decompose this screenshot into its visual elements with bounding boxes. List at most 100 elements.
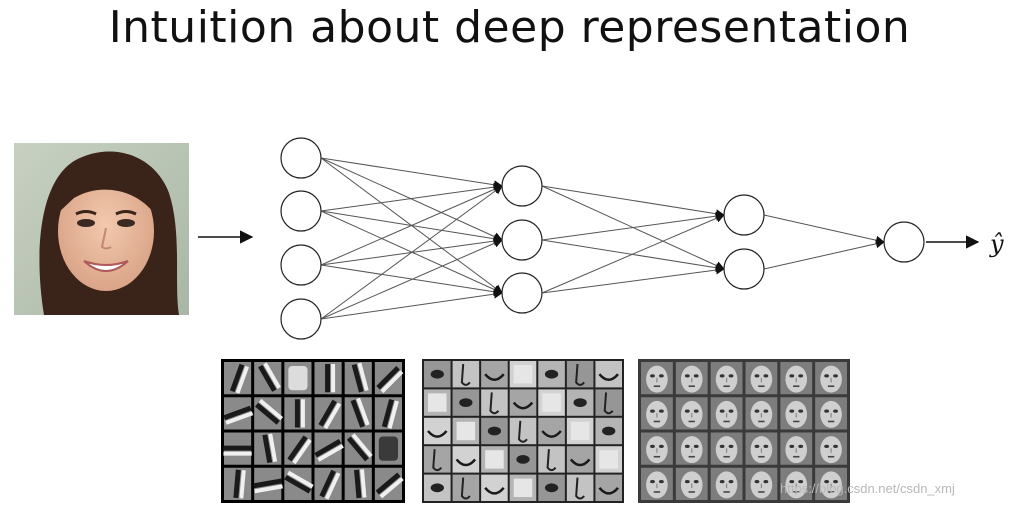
face-feature-cell — [745, 432, 778, 465]
part-feature-cell — [566, 389, 594, 416]
face-feature-cell — [815, 397, 847, 430]
part-feature-cell — [452, 417, 480, 445]
part-feature-cell — [481, 446, 508, 473]
edge-feature-cell — [284, 432, 312, 465]
edge-feature-cell — [254, 362, 282, 395]
slide-title: Intuition about deep representation — [108, 2, 911, 53]
network-nodes — [280, 137, 925, 340]
part-feature-cell — [424, 417, 451, 445]
face-feature-cell — [815, 467, 847, 500]
part-feature-cell — [566, 446, 594, 473]
face-feature-cell — [675, 432, 708, 465]
network-edges — [320, 157, 885, 320]
part-feature-cell — [424, 446, 451, 473]
part-feature-cell — [595, 389, 622, 416]
part-feature-cell — [595, 474, 622, 501]
edge-l2-1-0 — [763, 239, 885, 270]
edge-l1-2-0 — [541, 214, 725, 294]
output-label: ŷ — [989, 230, 1004, 258]
node-layer2-1 — [501, 165, 543, 207]
part-feature-cell — [538, 417, 565, 445]
edge-feature-cell — [314, 397, 342, 430]
part-feature-cell — [538, 389, 565, 416]
node-layer4-1 — [883, 221, 925, 263]
face-feature-cell — [710, 467, 743, 500]
part-feature-cell — [452, 361, 480, 388]
node-layer1-1 — [280, 137, 322, 179]
part-feature-cell — [595, 446, 622, 473]
edge-feature-cell — [374, 362, 404, 395]
edge-l1-2-1 — [541, 265, 725, 294]
edge-feature-cell — [284, 397, 312, 430]
node-layer1-3 — [280, 244, 322, 286]
edge-feature-cell — [223, 432, 252, 465]
node-layer1-4 — [280, 298, 322, 340]
part-feature-cell — [566, 474, 594, 501]
edge-feature-cell — [344, 432, 373, 465]
face-feature-cell — [745, 362, 778, 395]
edge-feature-cell — [344, 397, 372, 430]
face-feature-cell — [641, 397, 673, 430]
edge-feature-cell — [374, 432, 402, 465]
edge-feature-cell — [344, 467, 372, 500]
part-features-grid — [422, 359, 624, 503]
part-feature-cell — [424, 389, 451, 416]
face-feature-cell — [780, 432, 813, 465]
part-feature-cell — [452, 389, 480, 416]
face-feature-cell — [675, 362, 708, 395]
face-feature-cell — [710, 432, 743, 465]
face-feature-cell — [815, 432, 847, 465]
part-feature-cell — [424, 361, 451, 388]
face-feature-cell — [745, 467, 778, 500]
part-feature-cell — [481, 474, 508, 501]
face-feature-cell — [675, 397, 708, 430]
edge-feature-cell — [253, 467, 283, 500]
edge-feature-cell — [374, 467, 404, 500]
part-feature-cell — [595, 417, 622, 445]
edge-l0-1-0 — [320, 182, 503, 212]
part-feature-cell — [509, 389, 537, 416]
edge-feature-cell — [314, 362, 342, 395]
part-feature-cell — [595, 361, 622, 388]
part-feature-cell — [424, 474, 451, 501]
edge-l0-0-0 — [320, 157, 503, 190]
part-feature-cell — [509, 446, 537, 473]
part-feature-cell — [566, 417, 594, 445]
edge-feature-cell — [223, 397, 254, 430]
part-feature-cell — [566, 361, 594, 388]
edge-feature-cell — [284, 467, 314, 500]
edge-l1-1-0 — [541, 211, 725, 241]
face-feature-cell — [641, 362, 673, 395]
edge-feature-cell — [224, 362, 252, 395]
part-feature-cell — [538, 474, 565, 501]
edge-feature-cell — [254, 432, 282, 465]
edge-l0-3-0 — [320, 185, 503, 320]
face-features-grid — [638, 359, 850, 503]
edge-l0-3-2 — [320, 289, 503, 320]
edge-feature-cell — [254, 397, 284, 430]
face-feature-cell — [641, 432, 673, 465]
face-feature-cell — [780, 397, 813, 430]
face-feature-cell — [675, 467, 708, 500]
edge-feature-cell — [314, 432, 344, 465]
face-feature-cell — [780, 362, 813, 395]
part-feature-cell — [509, 417, 537, 445]
edge-l2-0-0 — [763, 214, 885, 245]
face-feature-cell — [745, 397, 778, 430]
edge-feature-cell — [314, 467, 342, 500]
watermark: https://blog.csdn.net/csdn_xmj — [780, 481, 955, 496]
face-feature-cell — [710, 362, 743, 395]
edge-l0-2-0 — [320, 185, 503, 266]
face-feature-cell — [641, 467, 673, 500]
part-feature-cell — [509, 474, 537, 501]
node-layer2-2 — [501, 219, 543, 261]
input-face-image — [14, 143, 189, 315]
edge-feature-cell — [374, 397, 402, 430]
node-layer3-2 — [723, 248, 765, 290]
part-feature-cell — [481, 361, 508, 388]
face-feature-cell — [710, 397, 743, 430]
edge-features-grid — [221, 359, 405, 503]
node-layer3-1 — [723, 194, 765, 236]
part-feature-cell — [509, 361, 537, 388]
